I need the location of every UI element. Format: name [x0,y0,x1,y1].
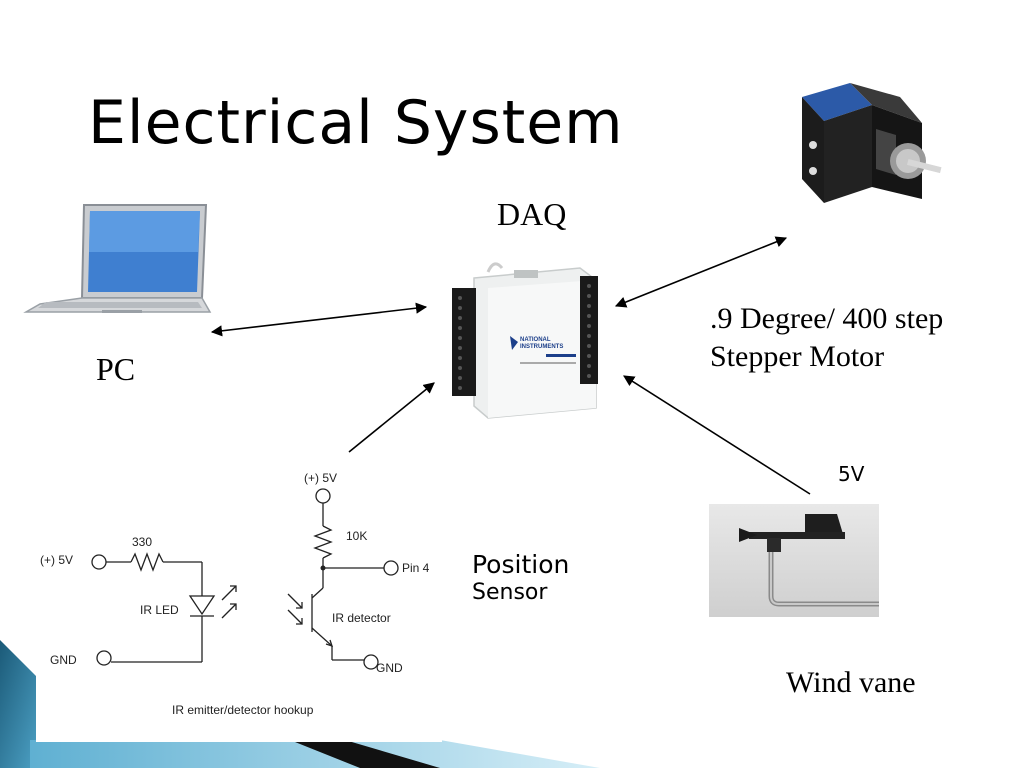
position-label-line2: Sensor [472,580,548,605]
position-sensor-label: Position Sensor [472,550,569,606]
sensor-to-daq-arrow [348,382,435,453]
daq-device-image: NATIONAL INSTRUMENTS [452,262,598,419]
daq-brand-line2: INSTRUMENTS [520,344,563,350]
vane-to-daq-arrow [623,375,811,495]
motor-label-line2: Stepper Motor [710,340,885,373]
slide-title: Electrical System [88,88,624,158]
motor-label-line1: .9 Degree/ 400 step [710,302,944,335]
wind-vane-image [709,504,879,617]
decorative-accent-shapes [0,640,600,768]
daq-label: DAQ [497,196,567,232]
laptop-image [23,204,212,313]
schematic-caption: IR emitter/detector hookup [172,703,314,717]
gnd-right-label: GND [376,661,403,675]
position-label-line1: Position [472,550,570,579]
gnd-left-label: GND [50,653,77,667]
ir-detector-label: IR detector [332,611,391,625]
stepper-motor-image [802,83,942,203]
ir-schematic: (+) 5V 330 IR LED GND (+) 5V 10K Pin 4 I… [36,458,442,742]
left-supply-label: (+) 5V [40,553,73,567]
pc-daq-arrow [210,302,428,337]
pin4-label: Pin 4 [402,561,430,575]
ir-led-label: IR LED [140,603,179,617]
five-volt-label: 5V [838,462,865,486]
wind-vane-label: Wind vane [786,666,916,699]
right-supply-label: (+) 5V [304,471,337,485]
daq-motor-arrow [614,236,788,308]
pc-label: PC [96,351,136,387]
resistor-330-label: 330 [132,535,152,549]
resistor-10k-label: 10K [346,529,367,543]
motor-description: .9 Degree/ 400 step Stepper Motor [710,300,943,376]
daq-brand-line1: NATIONAL [520,337,551,343]
